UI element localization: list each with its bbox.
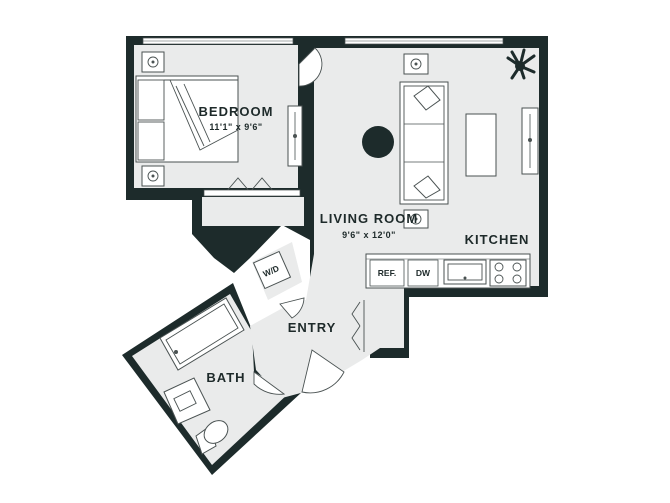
lamp-top xyxy=(403,53,429,75)
dishwasher-label: DW xyxy=(416,268,431,278)
entry-floor xyxy=(250,254,380,398)
wd-unit xyxy=(252,250,292,290)
bedroom-door xyxy=(298,47,323,87)
hall-floor xyxy=(202,197,304,226)
refrigerator-label: REF. xyxy=(378,268,396,278)
lamp-bottom xyxy=(403,209,429,229)
kitchen-label: KITCHEN xyxy=(465,232,530,247)
coffee-table xyxy=(465,113,497,177)
wd-closet-door xyxy=(279,297,305,319)
entry-label: ENTRY xyxy=(288,320,337,335)
sink xyxy=(443,259,487,285)
bed xyxy=(135,75,239,163)
dishwasher xyxy=(407,259,439,287)
bathtub xyxy=(159,297,245,371)
bedroom-label: BEDROOM xyxy=(199,104,274,119)
nightstand-top xyxy=(141,51,165,73)
bath-label: BATH xyxy=(206,370,245,385)
sofa xyxy=(399,81,449,205)
living-room-dimensions: 9'6" x 12'0" xyxy=(342,230,396,240)
round-ottoman xyxy=(362,126,394,158)
bedroom-dimensions: 11'1" x 9'6" xyxy=(209,122,262,132)
bedroom-dresser xyxy=(287,105,303,167)
living-room-label: LIVING ROOM xyxy=(320,211,418,226)
window-bedroom xyxy=(142,37,294,45)
bedroom-closet-doors xyxy=(203,177,301,197)
bath-door xyxy=(253,371,286,395)
front-door xyxy=(301,349,345,394)
window-living xyxy=(344,37,504,45)
refrigerator xyxy=(369,259,405,287)
nightstand-bottom xyxy=(141,165,165,187)
plant-icon xyxy=(506,48,536,80)
media-console xyxy=(521,107,539,175)
toilet xyxy=(195,420,229,455)
entry-closet-doors xyxy=(351,300,365,352)
cooktop xyxy=(489,259,527,287)
vanity-sink xyxy=(163,377,211,425)
